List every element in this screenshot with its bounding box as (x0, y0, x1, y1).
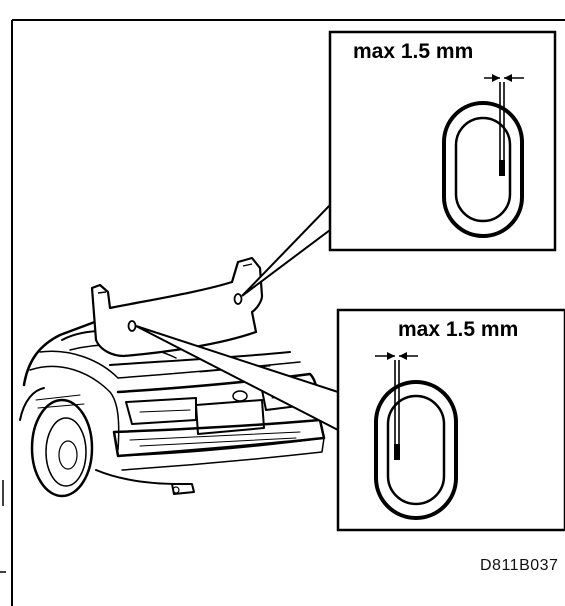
callout-top-label: max 1.5 mm (353, 40, 474, 63)
figure-frame (11, 19, 565, 606)
callout-top (328, 30, 557, 252)
car-rear-view (19, 318, 326, 498)
panel-hole-right (233, 293, 243, 305)
figure-code: D811B037 (480, 557, 559, 574)
panel-hole-left (127, 320, 137, 332)
callout-bottom-label: max 1.5 mm (398, 318, 519, 341)
rear-wheel (30, 398, 94, 498)
callout-bottom (336, 308, 565, 532)
margin-marks (0, 480, 6, 573)
seal-panel (90, 256, 264, 358)
